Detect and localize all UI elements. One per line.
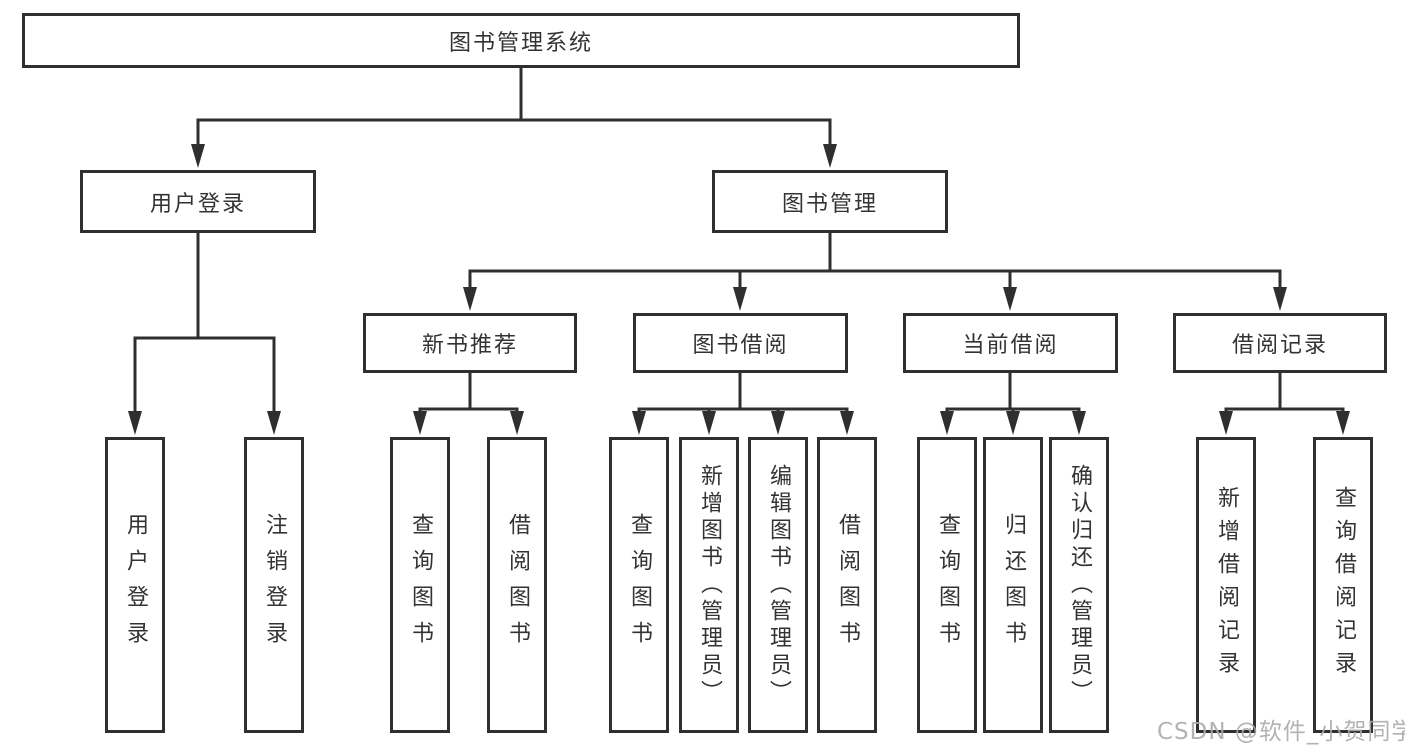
leaf-query-books-current: 查询图书: [917, 437, 977, 733]
leaf-edit-book-admin-label: 编辑图书（管理员）: [766, 463, 791, 707]
leaf-user-login-label: 用户登录: [123, 513, 148, 657]
node-library-management-system: 图书管理系统: [22, 13, 1020, 68]
leaf-confirm-return-admin: 确认归还（管理员）: [1049, 437, 1109, 733]
leaf-query-books-borrowing-label: 查询图书: [627, 513, 652, 657]
leaf-query-borrow-record-label: 查询借阅记录: [1331, 486, 1356, 684]
node-book-borrowing: 图书借阅: [633, 313, 848, 373]
node-book-management: 图书管理: [712, 170, 948, 233]
leaf-edit-book-admin: 编辑图书（管理员）: [748, 437, 808, 733]
node-user-login: 用户登录: [80, 170, 316, 233]
leaf-logout: 注销登录: [244, 437, 304, 733]
leaf-query-books-recommend-label: 查询图书: [408, 513, 433, 657]
leaf-return-books-label: 归还图书: [1001, 513, 1026, 657]
leaf-add-book-admin-label: 新增图书（管理员）: [697, 463, 722, 707]
leaf-borrow-books-recommend-label: 借阅图书: [505, 513, 530, 657]
leaf-query-borrow-record: 查询借阅记录: [1313, 437, 1373, 733]
leaf-query-books-borrowing: 查询图书: [609, 437, 669, 733]
leaf-confirm-return-admin-label: 确认归还（管理员）: [1067, 463, 1092, 707]
leaf-borrow-books-borrowing-label: 借阅图书: [835, 513, 860, 657]
leaf-add-borrow-record: 新增借阅记录: [1196, 437, 1256, 733]
leaf-query-books-current-label: 查询图书: [935, 513, 960, 657]
node-current-borrowing: 当前借阅: [903, 313, 1118, 373]
csdn-watermark: CSDN @软件_小贺同学: [1157, 719, 1405, 745]
node-new-book-recommend: 新书推荐: [363, 313, 577, 373]
leaf-borrow-books-borrowing: 借阅图书: [817, 437, 877, 733]
leaf-add-book-admin: 新增图书（管理员）: [679, 437, 739, 733]
leaf-user-login: 用户登录: [105, 437, 165, 733]
leaf-add-borrow-record-label: 新增借阅记录: [1214, 486, 1239, 684]
leaf-query-books-recommend: 查询图书: [390, 437, 450, 733]
leaf-logout-label: 注销登录: [262, 513, 287, 657]
leaf-return-books: 归还图书: [983, 437, 1043, 733]
arrowheads: [128, 144, 1350, 435]
leaf-borrow-books-recommend: 借阅图书: [487, 437, 547, 733]
node-borrowing-records: 借阅记录: [1173, 313, 1387, 373]
